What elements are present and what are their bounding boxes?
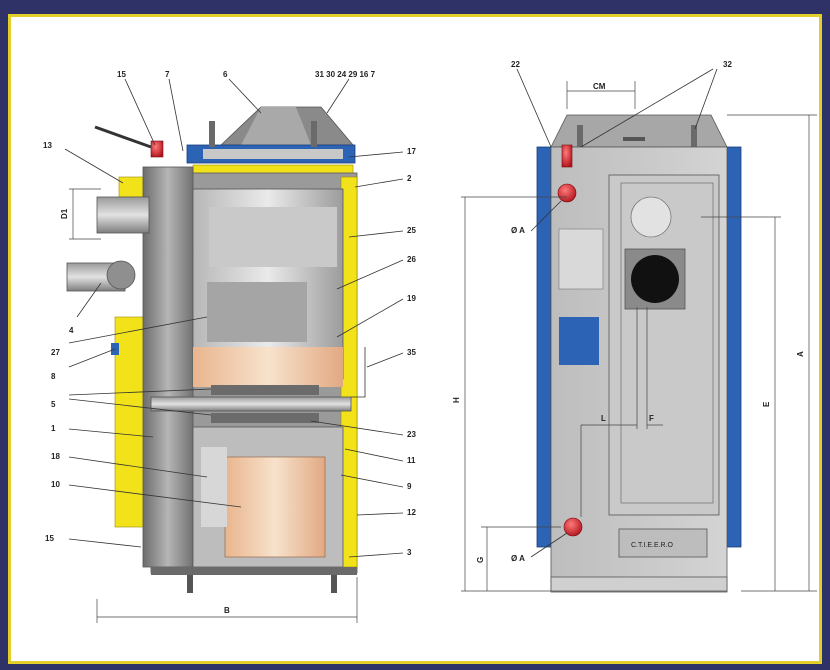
label-7-top: 7 (165, 70, 170, 79)
foot-right (331, 575, 337, 593)
label-3: 3 (407, 548, 412, 557)
left-cross-section: 15 7 6 31 30 24 29 16 7 13 17 2 25 26 19… (43, 70, 416, 623)
safety-valve-red (150, 140, 164, 158)
right-front-view: C.T.I.E.E.R.O (452, 60, 817, 593)
nameplate-text: C.T.I.E.E.R.O (631, 542, 674, 549)
safety-valve-right (561, 144, 573, 168)
label-8: 8 (51, 372, 56, 381)
ash-drum (224, 456, 326, 558)
fire-zone-upper (193, 347, 343, 387)
label-15-bottom: 15 (45, 534, 54, 543)
base-plate (151, 567, 357, 575)
dim-l-label: L (601, 414, 606, 423)
outlet-valve (557, 183, 577, 203)
label-19: 19 (407, 294, 416, 303)
label-26: 26 (407, 255, 416, 264)
label-35: 35 (407, 348, 416, 357)
chamber-baffle (207, 282, 307, 342)
shaker-handle (351, 347, 366, 398)
label-4: 4 (69, 326, 74, 335)
dim-phi-a-top: Ø A (511, 226, 525, 235)
dim-b-label: B (224, 606, 230, 615)
flue-connection (96, 196, 150, 234)
fan-housing (106, 260, 136, 290)
rear-panel-inner (620, 182, 714, 504)
right-top-pipe-a (577, 125, 583, 147)
front-insulation-lower (114, 316, 146, 528)
label-12: 12 (407, 508, 416, 517)
label-32: 32 (723, 60, 732, 69)
right-jacket-right (726, 146, 742, 548)
right-top-pipe-b (691, 125, 697, 147)
dim-b (96, 577, 358, 623)
dim-h-label: H (452, 397, 461, 403)
label-27: 27 (51, 348, 60, 357)
dim-phi-a-bottom: Ø A (511, 554, 525, 563)
label-5: 5 (51, 400, 56, 409)
label-10: 10 (51, 480, 60, 489)
leader-lines-left (64, 78, 404, 558)
lever-handle (94, 125, 152, 149)
label-1: 1 (51, 424, 56, 433)
dim-a-label: A (796, 351, 805, 357)
foot-left (187, 575, 193, 593)
grate-bars (211, 385, 319, 423)
label-top-group: 31 30 24 29 16 7 (315, 70, 376, 79)
label-23: 23 (407, 430, 416, 439)
label-9: 9 (407, 482, 412, 491)
right-top-slot (623, 137, 645, 141)
top-plate (203, 149, 343, 159)
top-pipe-right (311, 121, 317, 147)
label-17: 17 (407, 147, 416, 156)
ash-door (201, 447, 227, 527)
top-pipe-left (209, 121, 215, 147)
dim-e-label: E (762, 401, 771, 407)
dim-d1-label: D1 (60, 208, 69, 219)
right-base (550, 576, 728, 592)
flue-hood-face (241, 107, 311, 145)
nameplate-frame (618, 528, 708, 558)
dims-right (461, 68, 817, 592)
inspection-port (630, 196, 672, 238)
dim-d1 (69, 188, 101, 240)
boiler-diagram: 15 7 6 31 30 24 29 16 7 13 17 2 25 26 19… (43, 60, 817, 623)
return-valve (563, 517, 583, 537)
label-6: 6 (223, 70, 228, 79)
upper-chamber-back (209, 207, 337, 267)
control-panel (558, 228, 604, 290)
control-box-blue (559, 317, 599, 365)
label-13: 13 (43, 141, 52, 150)
right-jacket-left (536, 146, 552, 548)
flue-outlet (631, 255, 679, 303)
label-2: 2 (407, 174, 412, 183)
label-25: 25 (407, 226, 416, 235)
label-22: 22 (511, 60, 520, 69)
dim-g-label: G (476, 557, 485, 563)
grate-shaft (150, 396, 352, 412)
label-15-top: 15 (117, 70, 126, 79)
front-door-column (142, 166, 194, 568)
label-18: 18 (51, 452, 60, 461)
label-11: 11 (407, 456, 416, 465)
dim-f-label: F (649, 414, 654, 423)
diagram-panel: 15 7 6 31 30 24 29 16 7 13 17 2 25 26 19… (8, 14, 822, 664)
dim-cm-label: CM (593, 82, 606, 91)
